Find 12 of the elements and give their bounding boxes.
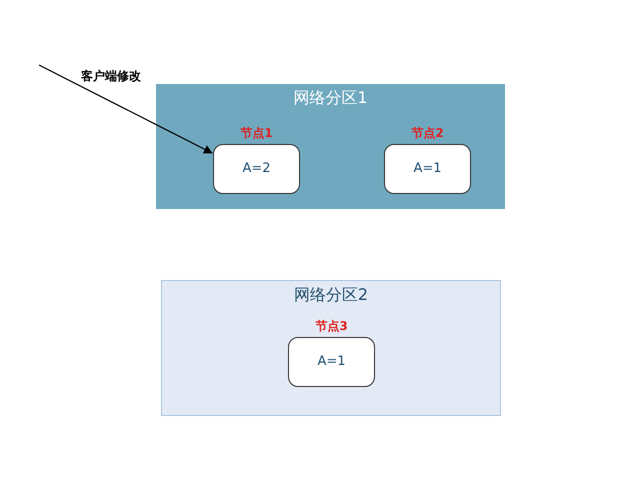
node-heading: 节点1 <box>239 125 274 142</box>
partition-title: 网络分区1 <box>292 88 369 109</box>
node-heading: 节点2 <box>410 125 445 142</box>
value-text: A=2 <box>241 161 272 176</box>
value-text: A=1 <box>412 161 443 176</box>
edge-label: 客户端修改 <box>81 68 141 85</box>
node-heading: 节点3 <box>314 318 349 335</box>
network-partition-panel <box>161 280 501 416</box>
partition-title: 网络分区2 <box>292 285 370 306</box>
network-partition-panel <box>156 84 505 209</box>
value-text: A=1 <box>316 354 347 369</box>
arrow <box>38 64 213 154</box>
